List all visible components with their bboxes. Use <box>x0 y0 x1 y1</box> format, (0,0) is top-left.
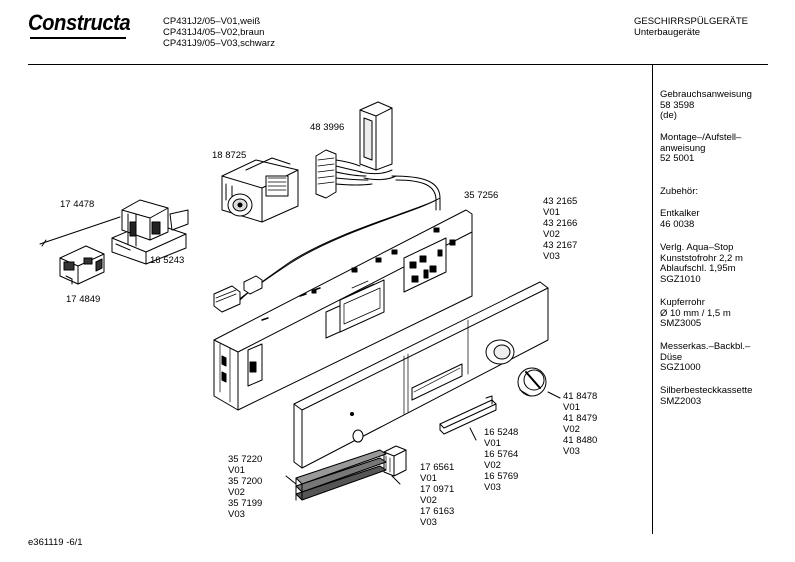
part-variant: V02 <box>420 495 437 506</box>
part-variant: V02 <box>563 424 580 435</box>
part-block-165248: 16 5248 V01 16 5764 V02 16 5769 V03 <box>484 427 518 493</box>
sidebar-line: SGZ1010 <box>660 273 701 285</box>
model-line-1: CP431J2/05–V01,weiß <box>163 16 261 27</box>
part-variant: V02 <box>228 487 245 498</box>
connector-part <box>213 101 441 313</box>
pcb-frame-part <box>213 209 473 411</box>
part-code: 16 5769 <box>484 471 519 482</box>
part-label-174478: 17 4478 <box>60 199 95 210</box>
part-variant: V03 <box>420 517 437 528</box>
front-panel-part <box>293 281 549 469</box>
switch-part <box>59 245 105 285</box>
sidebar-block-cutlery: Silberbesteckkassette SMZ2003 <box>660 385 753 407</box>
part-variant: V03 <box>563 446 580 457</box>
sidebar-block-manual: Gebrauchsanweisung 58 3598 (de) <box>660 89 752 122</box>
part-code: 35 7220 <box>228 454 263 465</box>
part-variant: V01 <box>563 402 580 413</box>
part-label-483996: 48 3996 <box>310 122 345 133</box>
sidebar-line: SMZ2003 <box>660 395 702 407</box>
part-code: 17 6561 <box>420 462 455 473</box>
sidebar-line: Verlg. Aqua–Stop <box>660 242 734 253</box>
sidebar-line: Düse <box>660 351 683 363</box>
part-code: 16 5248 <box>484 427 519 438</box>
sidebar-block-copper: Kupferrohr Ø 10 mm / 1,5 m SMZ3005 <box>660 297 731 330</box>
model-line-2: CP431J4/05–V02,braun <box>163 27 265 38</box>
sidebar-block-accessories: Zubehör: <box>660 186 699 198</box>
sidebar-line: Kupferrohr <box>660 297 705 308</box>
part-block-176561: 17 6561 V01 17 0971 V02 17 6163 V03 <box>420 462 454 528</box>
part-code: 43 2165 <box>543 196 578 207</box>
sidebar-line: SMZ3005 <box>660 318 702 329</box>
part-label-174849: 17 4849 <box>66 294 101 305</box>
timer-part <box>221 157 299 223</box>
document-id: e361119 -6/1 <box>28 537 83 548</box>
bracket-part <box>111 199 189 265</box>
part-block-418478: 41 8478 V01 41 8479 V02 41 8480 V03 <box>563 391 597 457</box>
sidebar-line: (de) <box>660 110 677 121</box>
sidebar-line: anweisung <box>660 142 706 154</box>
part-variant: V03 <box>543 251 560 262</box>
part-code: 41 8480 <box>563 435 598 446</box>
knob-part <box>517 367 547 397</box>
button-strip-part <box>439 395 497 435</box>
sidebar-line: Ablaufschl. 1,95m <box>660 263 736 274</box>
part-variant: V01 <box>420 473 437 484</box>
part-block-357220: 35 7220 V01 35 7200 V02 35 7199 V03 <box>228 454 262 520</box>
sidebar-block-nozzle: Messerkas.–Backbl.– Düse SGZ1000 <box>660 341 751 374</box>
part-variant: V03 <box>228 509 245 520</box>
part-label-188725: 18 8725 <box>212 150 247 161</box>
sidebar-line: 52 5001 <box>660 153 695 164</box>
part-code: 17 0971 <box>420 484 455 495</box>
part-variant: V01 <box>484 438 501 449</box>
sidebar-block-descaler: Entkalker 46 0038 <box>660 208 700 230</box>
sidebar-line: Silberbesteckkassette <box>660 385 753 396</box>
part-variant: V02 <box>484 460 501 471</box>
part-variant: V01 <box>228 465 245 476</box>
part-code: 43 2166 <box>543 218 578 229</box>
sidebar-line: 46 0038 <box>660 218 695 230</box>
sidebar-line: Gebrauchsanweisung <box>660 89 752 100</box>
model-line-3: CP431J9/05–V03,schwarz <box>163 38 275 49</box>
sidebar-line: SGZ1000 <box>660 362 701 373</box>
sidebar-line: Montage–/Aufstell– <box>660 132 742 143</box>
sidebar-line: Entkalker <box>660 208 700 219</box>
subcategory-title: Unterbaugeräte <box>634 27 701 38</box>
part-block-432165: 43 2165 V01 43 2166 V02 43 2167 V03 <box>543 196 577 262</box>
leader-line <box>285 475 297 485</box>
leader-line <box>547 391 561 399</box>
sidebar-line: Kunststofrohr 2,2 m <box>660 252 743 264</box>
part-variant: V01 <box>543 207 560 218</box>
logo-underline <box>30 37 126 39</box>
sidebar-line: Ø 10 mm / 1,5 m <box>660 307 731 319</box>
sidebar-rule <box>652 64 653 534</box>
part-code: 16 5764 <box>484 449 519 460</box>
sidebar-line: 58 3598 <box>660 99 695 111</box>
leader-line <box>39 216 121 245</box>
part-code: 43 2167 <box>543 240 578 251</box>
part-label-165243: 16 5243 <box>150 255 185 266</box>
small-switch-part <box>383 445 407 485</box>
part-label-357256: 35 7256 <box>464 190 499 201</box>
sidebar-line: Zubehör: <box>660 186 699 197</box>
brand-logo: Constructa <box>28 10 131 35</box>
sidebar-line: Messerkas.–Backbl.– <box>660 341 751 352</box>
sidebar-block-install: Montage–/Aufstell– anweisung 52 5001 <box>660 132 742 165</box>
part-code: 17 6163 <box>420 506 455 517</box>
part-variant: V02 <box>543 229 560 240</box>
part-variant: V03 <box>484 482 501 493</box>
part-code: 35 7200 <box>228 476 263 487</box>
leader-line <box>469 427 477 441</box>
part-code: 35 7199 <box>228 498 263 509</box>
sidebar-block-aquastop: Verlg. Aqua–Stop Kunststofrohr 2,2 m Abl… <box>660 242 743 285</box>
part-code: 41 8479 <box>563 413 598 424</box>
header-rule <box>28 64 768 65</box>
part-code: 41 8478 <box>563 391 598 402</box>
foil-layers-part <box>295 449 387 501</box>
category-title: GESCHIRRSPÜLGERÄTE <box>634 16 749 27</box>
